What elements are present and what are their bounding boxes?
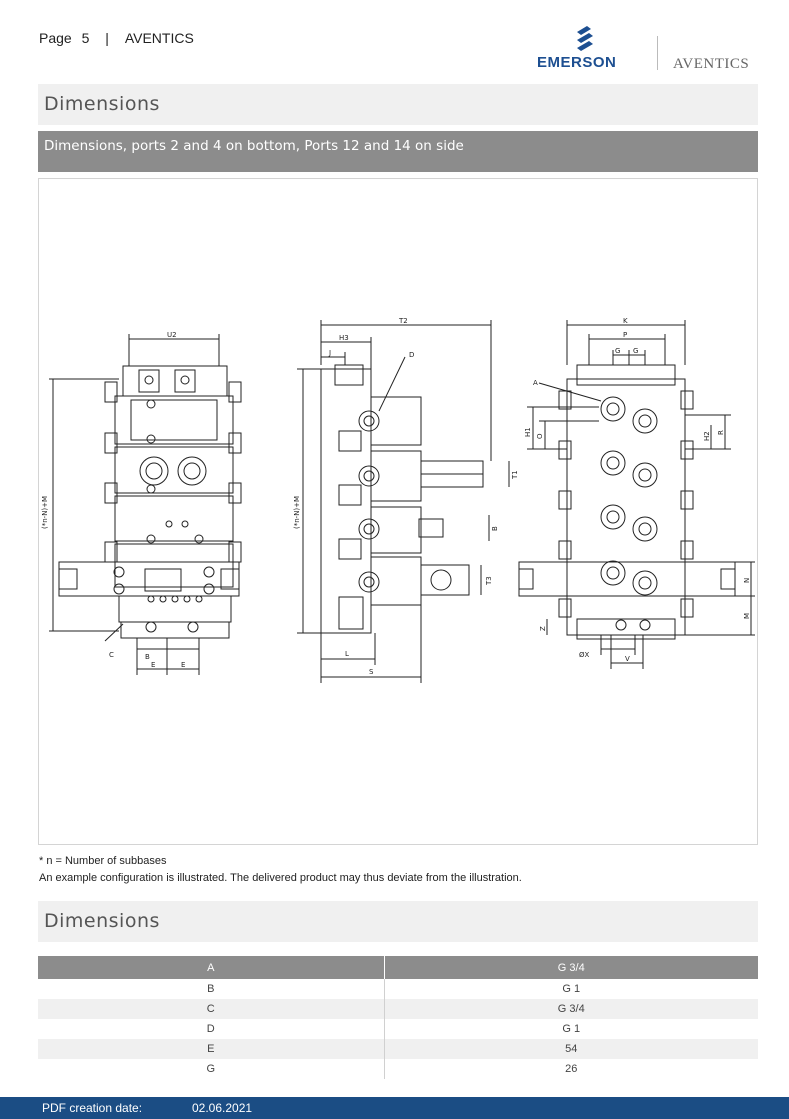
- table-cell: G 1: [562, 983, 581, 995]
- header-brand: AVENTICS: [124, 30, 194, 46]
- dimensions-table: A G 3/4 B G 1 C G 3/4 D G 1 E 54 G 26: [38, 956, 758, 1079]
- label-b2: B: [491, 526, 499, 531]
- aventics-wordmark: AVENTICS: [673, 56, 750, 72]
- page-number: 5: [81, 30, 90, 46]
- label-n: N: [743, 578, 751, 583]
- table-cell: C: [38, 999, 385, 1019]
- section-heading-dimensions: Dimensions: [38, 84, 758, 125]
- label-p: P: [623, 331, 627, 339]
- table-cell: D: [38, 1019, 385, 1039]
- label-e1: E: [151, 661, 155, 669]
- page-header: Page 5 | AVENTICS: [39, 30, 194, 46]
- company-logo: EMERSON AVENTICS: [537, 26, 777, 76]
- label-m: M: [743, 613, 751, 619]
- label-c: C: [109, 651, 114, 659]
- label-t3: T3: [485, 576, 493, 586]
- label-left-height: (*n-N)+M: [41, 496, 49, 529]
- table-cell: G: [38, 1059, 385, 1079]
- table-row: G 26: [38, 1059, 758, 1079]
- table-cell: 54: [384, 1039, 758, 1059]
- pdf-footer: PDF creation date: 02.06.2021: [0, 1097, 789, 1119]
- note-configuration: An example configuration is illustrated.…: [39, 872, 522, 884]
- header-separator: |: [105, 30, 109, 46]
- page-label: Page: [39, 30, 72, 46]
- side-view: T2 H3 J D (*n-N)+M T1 B T3 L S: [293, 317, 519, 683]
- table-cell: G 3/4: [384, 999, 758, 1019]
- footer-date: 02.06.2021: [192, 1101, 253, 1115]
- table-cell: B: [38, 979, 385, 999]
- label-g2: G: [633, 347, 638, 355]
- table-row: E 54: [38, 1039, 758, 1059]
- label-l: L: [345, 650, 349, 658]
- label-h1: H1: [524, 427, 532, 437]
- emerson-logo-icon: [577, 26, 593, 51]
- top-view: K P G G A H1 O H2 R N M Z ØX V: [518, 317, 755, 669]
- label-s: S: [369, 668, 374, 676]
- label-o: O: [536, 433, 544, 439]
- label-h2: H2: [703, 431, 711, 441]
- label-z: Z: [539, 626, 547, 631]
- label-j: J: [328, 349, 331, 357]
- subsection-heading: Dimensions, ports 2 and 4 on bottom, Por…: [38, 131, 758, 172]
- dimension-drawing: U2 C B E E (*n-N)+M: [38, 178, 758, 845]
- table-header-cell: A: [38, 956, 385, 979]
- label-t1: T1: [511, 470, 519, 480]
- footer-label: PDF creation date:: [42, 1101, 143, 1115]
- label-h3: H3: [339, 334, 349, 342]
- label-v: V: [625, 655, 630, 663]
- label-g1: G: [615, 347, 620, 355]
- label-b: B: [145, 653, 150, 661]
- table-header-row: A G 3/4: [38, 956, 758, 979]
- technical-drawing: U2 C B E E (*n-N)+M: [41, 317, 755, 683]
- label-ox: ØX: [579, 651, 590, 659]
- label-r: R: [717, 430, 725, 435]
- table-header-cell: G 3/4: [384, 956, 758, 979]
- label-k: K: [623, 317, 628, 325]
- table-row: B G 1: [38, 979, 758, 999]
- label-e2: E: [181, 661, 185, 669]
- table-cell: G 1: [562, 1023, 581, 1035]
- section-heading-dimensions-table: Dimensions: [38, 901, 758, 942]
- section-title: Dimensions: [44, 93, 160, 115]
- table-row: D G 1: [38, 1019, 758, 1039]
- emerson-wordmark: EMERSON: [537, 54, 617, 71]
- note-subbases: * n = Number of subbases: [39, 855, 167, 867]
- front-view: U2 C B E E (*n-N)+M: [41, 331, 242, 675]
- section-title: Dimensions: [44, 910, 160, 932]
- table-cell: E: [38, 1039, 385, 1059]
- label-t2: T2: [398, 317, 408, 325]
- label-a: A: [533, 379, 538, 387]
- logo-divider: [657, 36, 658, 70]
- table-row: C G 3/4: [38, 999, 758, 1019]
- label-d: D: [409, 351, 414, 359]
- subsection-title: Dimensions, ports 2 and 4 on bottom, Por…: [44, 138, 464, 154]
- table-cell: 26: [565, 1063, 578, 1075]
- label-mid-height: (*n-N)+M: [293, 496, 301, 529]
- label-u2: U2: [167, 331, 177, 339]
